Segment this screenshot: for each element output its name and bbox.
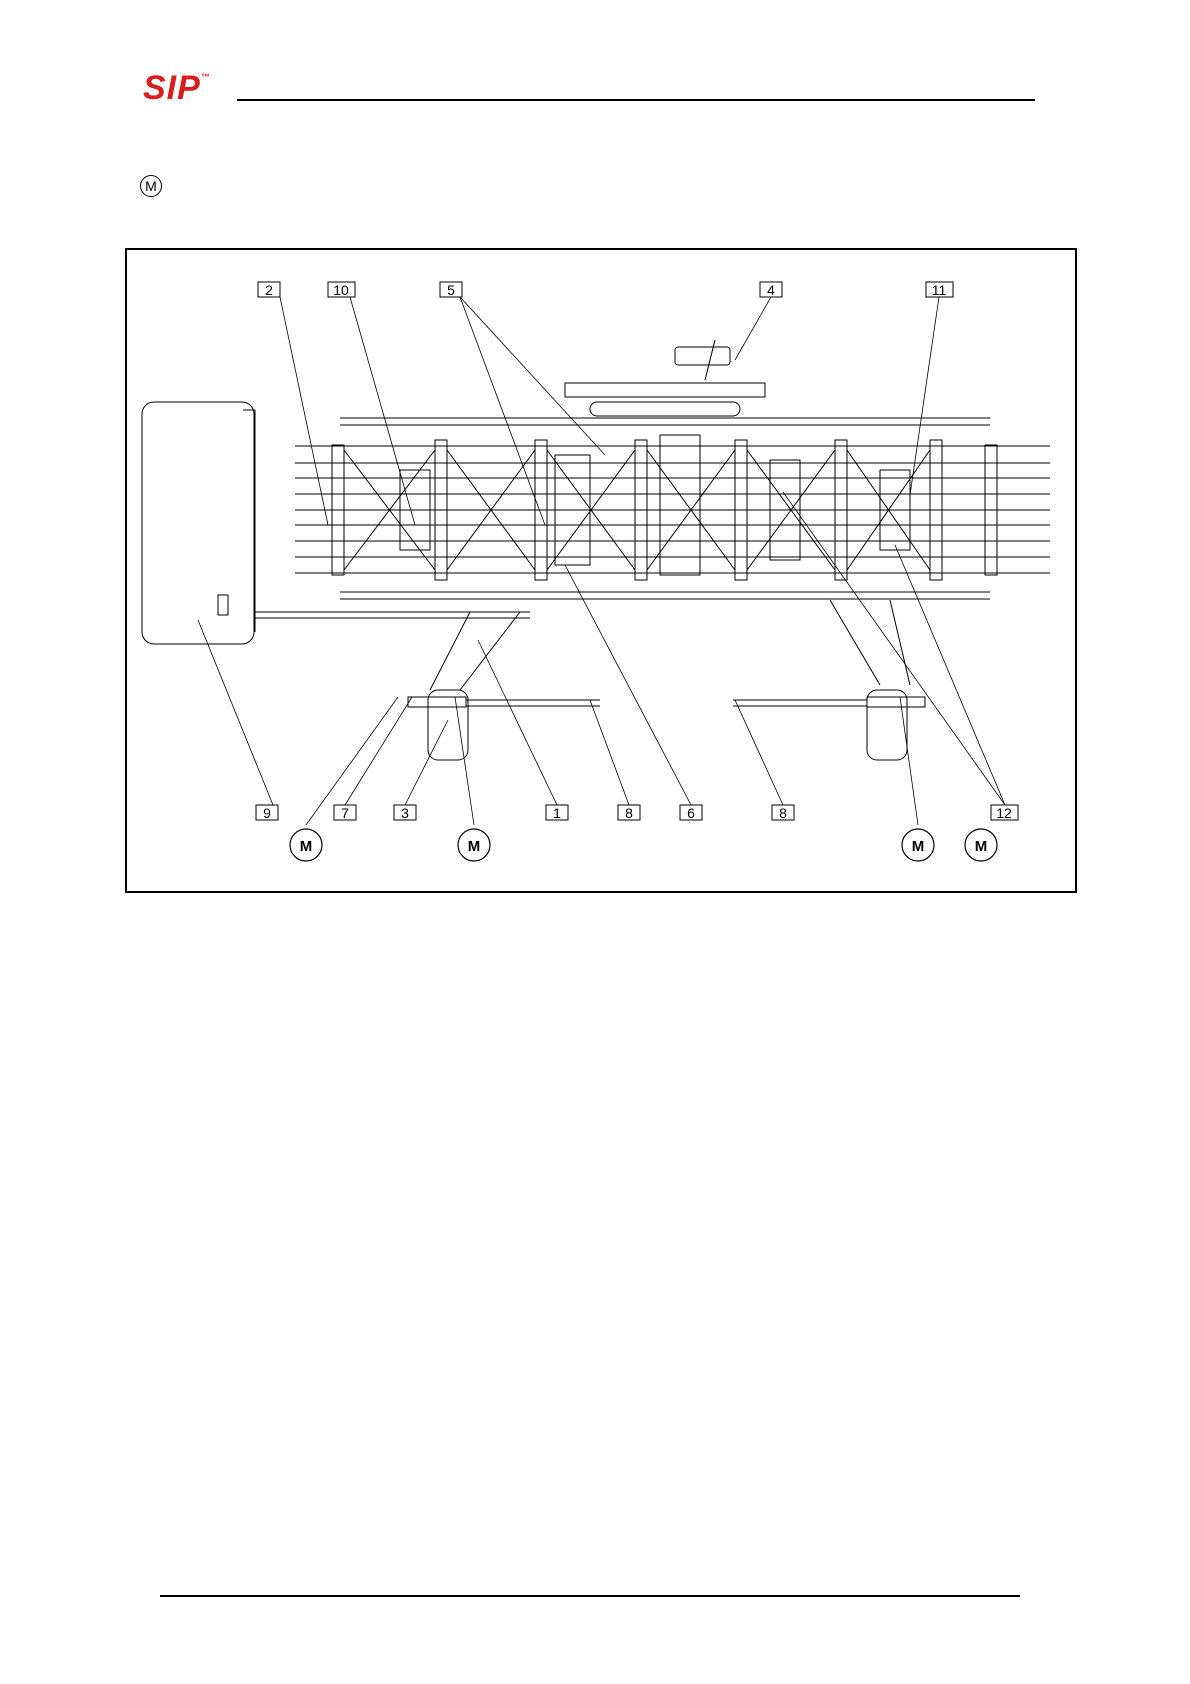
- control-head: [675, 347, 730, 365]
- marker-m-3: M: [912, 838, 925, 855]
- callout-10: 10: [333, 282, 349, 298]
- callout-6: 6: [687, 805, 695, 821]
- top-frame-beam: [565, 383, 765, 397]
- callout-1: 1: [553, 805, 561, 821]
- callout-4: 4: [767, 282, 775, 298]
- callout-8-left: 8: [625, 805, 633, 821]
- callout-7: 7: [341, 805, 349, 821]
- hitch-latch: [218, 595, 228, 615]
- callout-2: 2: [265, 282, 273, 298]
- m-markers: M M M M: [290, 829, 997, 861]
- machine-drawing: [142, 340, 1050, 760]
- marker-m-1: M: [300, 838, 313, 855]
- callout-5: 5: [447, 282, 455, 298]
- callout-11: 11: [932, 282, 947, 298]
- leader-lines: [198, 297, 1005, 825]
- footer-rule: [160, 1595, 1020, 1597]
- callout-9: 9: [263, 805, 271, 821]
- bottom-callouts: 9 7 3 1 8 6 8 12: [256, 805, 1018, 821]
- marker-m-4: M: [975, 838, 988, 855]
- right-wheel: [867, 690, 907, 760]
- marker-m-2: M: [468, 838, 481, 855]
- callout-3: 3: [401, 805, 409, 821]
- callout-12: 12: [996, 805, 1012, 821]
- callout-8-right: 8: [779, 805, 787, 821]
- left-wheel: [428, 690, 468, 760]
- top-callouts: 2 10 5 4 11: [258, 282, 953, 298]
- front-tractor-outline: [142, 402, 254, 644]
